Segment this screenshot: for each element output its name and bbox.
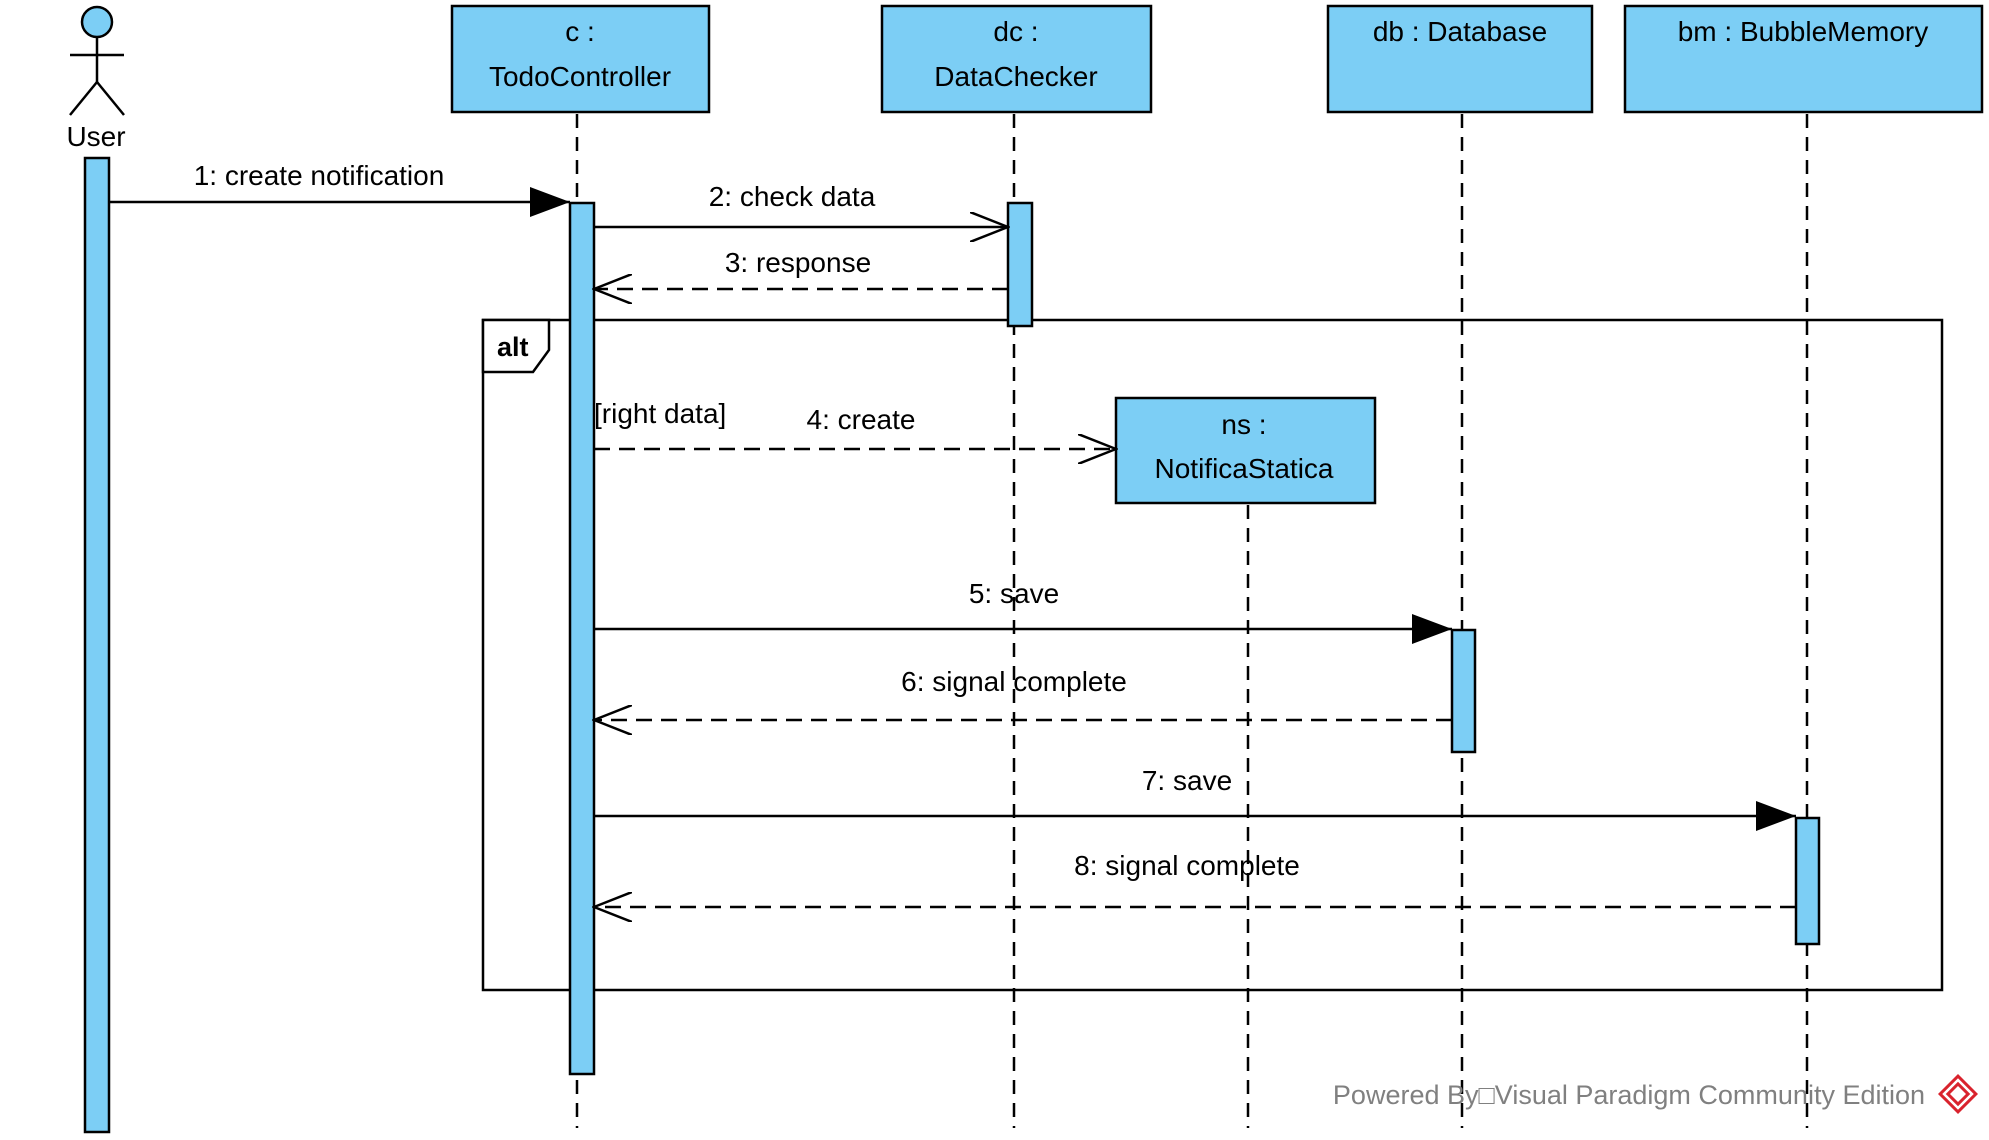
watermark-text: Powered By□Visual Paradigm Community Edi… — [1333, 1080, 1925, 1110]
message-6-label: 6: signal complete — [901, 666, 1127, 697]
activation-c — [568, 201, 596, 1076]
alt-fragment-tab — [481, 318, 551, 374]
lifeline-ns-label-1: ns : — [1221, 409, 1266, 440]
message-7: 7: save — [594, 765, 1796, 831]
lifeline-c-box — [450, 4, 711, 114]
watermark: Powered By□Visual Paradigm Community Edi… — [1333, 1074, 1978, 1114]
lifeline-ns: ns : NotificaStatica — [1114, 396, 1377, 505]
lifeline-ns-label-2: NotificaStatica — [1155, 453, 1334, 484]
lifeline-c-label-2: TodoController — [489, 61, 671, 92]
lifeline-c: c : TodoController — [450, 4, 711, 114]
message-4: [right data] 4: create — [594, 398, 1116, 449]
alt-operator-label: alt — [497, 332, 529, 362]
message-1-label: 1: create notification — [194, 160, 445, 191]
message-5-label: 5: save — [969, 578, 1059, 609]
message-8-label: 8: signal complete — [1074, 850, 1300, 881]
activation-bm — [1794, 816, 1821, 946]
lifeline-bm-box — [1623, 4, 1984, 114]
message-7-label: 7: save — [1142, 765, 1232, 796]
lifeline-dc-label-1: dc : — [993, 16, 1038, 47]
lifeline-dc-label-2: DataChecker — [934, 61, 1097, 92]
message-3: 3: response — [594, 247, 1008, 289]
alt-guard-label: [right data] — [594, 398, 726, 429]
message-4-label: 4: create — [807, 404, 916, 435]
lifeline-bm: bm : BubbleMemory — [1623, 4, 1984, 114]
lifeline-bm-label: bm : BubbleMemory — [1678, 16, 1929, 47]
lifeline-db-box — [1326, 4, 1594, 114]
message-1: 1: create notification — [109, 160, 570, 217]
lifeline-dc: dc : DataChecker — [880, 4, 1153, 114]
message-3-label: 3: response — [725, 247, 871, 278]
alt-fragment: alt — [481, 318, 1944, 992]
actor-user-label: User — [66, 121, 125, 152]
alt-fragment-frame — [481, 318, 1944, 992]
message-8: 8: signal complete — [594, 850, 1796, 907]
actor-head-icon — [80, 5, 114, 39]
activation-db — [1450, 628, 1477, 754]
lifeline-db-label: db : Database — [1373, 16, 1547, 47]
lifeline-ns-box — [1114, 396, 1377, 505]
actor-user: User — [66, 5, 126, 152]
lifeline-dc-box — [880, 4, 1153, 114]
message-2: 2: check data — [594, 181, 1008, 227]
activation-user — [83, 156, 111, 1134]
message-2-label: 2: check data — [709, 181, 876, 212]
lifeline-c-label-1: c : — [565, 16, 595, 47]
visual-paradigm-logo-icon — [1938, 1074, 1978, 1114]
message-6: 6: signal complete — [594, 666, 1452, 720]
activation-dc — [1006, 201, 1034, 328]
actor-figure-icon — [69, 5, 125, 116]
lifeline-db: db : Database — [1326, 4, 1594, 114]
activation-bars — [83, 156, 1821, 1134]
message-5: 5: save — [594, 578, 1452, 644]
